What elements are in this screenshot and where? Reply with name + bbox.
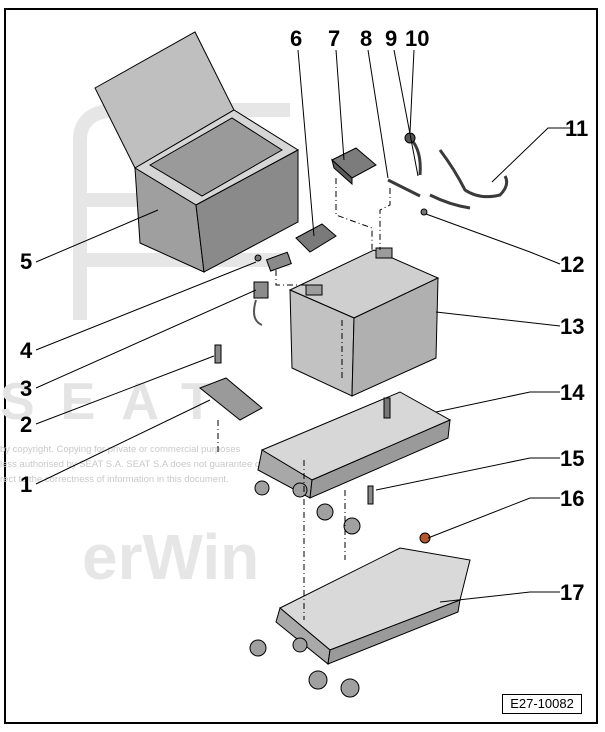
callout-12: 12: [560, 252, 585, 277]
carrier-mounting-feet: [249, 637, 360, 698]
callout-6: 6: [290, 26, 303, 51]
callout-15: 15: [560, 446, 585, 471]
callout-9: 9: [385, 26, 398, 51]
callout-13: 13: [560, 314, 585, 339]
leader-lines: [35, 49, 572, 603]
nut: [419, 532, 431, 544]
seat-watermark: SEAT: [0, 373, 239, 431]
tray-mounting-feet: [254, 480, 361, 535]
insulation-box: [94, 31, 299, 273]
callout-5: 5: [20, 249, 33, 274]
diagram-frame: [4, 8, 598, 724]
cover-plate: [295, 223, 337, 253]
callout-2: 2: [20, 412, 33, 437]
callout-16: 16: [560, 486, 585, 511]
terminal-screw: [420, 208, 428, 216]
callout-1: 1: [20, 472, 33, 497]
battery-carrier: [275, 547, 471, 665]
callout-17: 17: [560, 580, 585, 605]
callout-14: 14: [560, 380, 585, 405]
callout-7: 7: [328, 26, 341, 51]
callout-10: 10: [405, 26, 430, 51]
callout-8: 8: [360, 26, 373, 51]
battery: [288, 247, 440, 397]
sensor-assembly: [253, 251, 292, 326]
erwin-watermark: erWin: [82, 521, 260, 593]
tray-bolt: [367, 485, 374, 505]
fuse-holder: [331, 147, 377, 186]
clamp-bracket: [199, 344, 263, 421]
callout-3: 3: [20, 376, 33, 401]
assembly-lines: [217, 178, 391, 620]
cable-harness: [387, 136, 509, 210]
callout-11: 11: [565, 116, 589, 141]
battery-tray: [257, 391, 452, 499]
figure-id-label: E27-10082: [502, 694, 582, 714]
callout-4: 4: [20, 338, 33, 363]
